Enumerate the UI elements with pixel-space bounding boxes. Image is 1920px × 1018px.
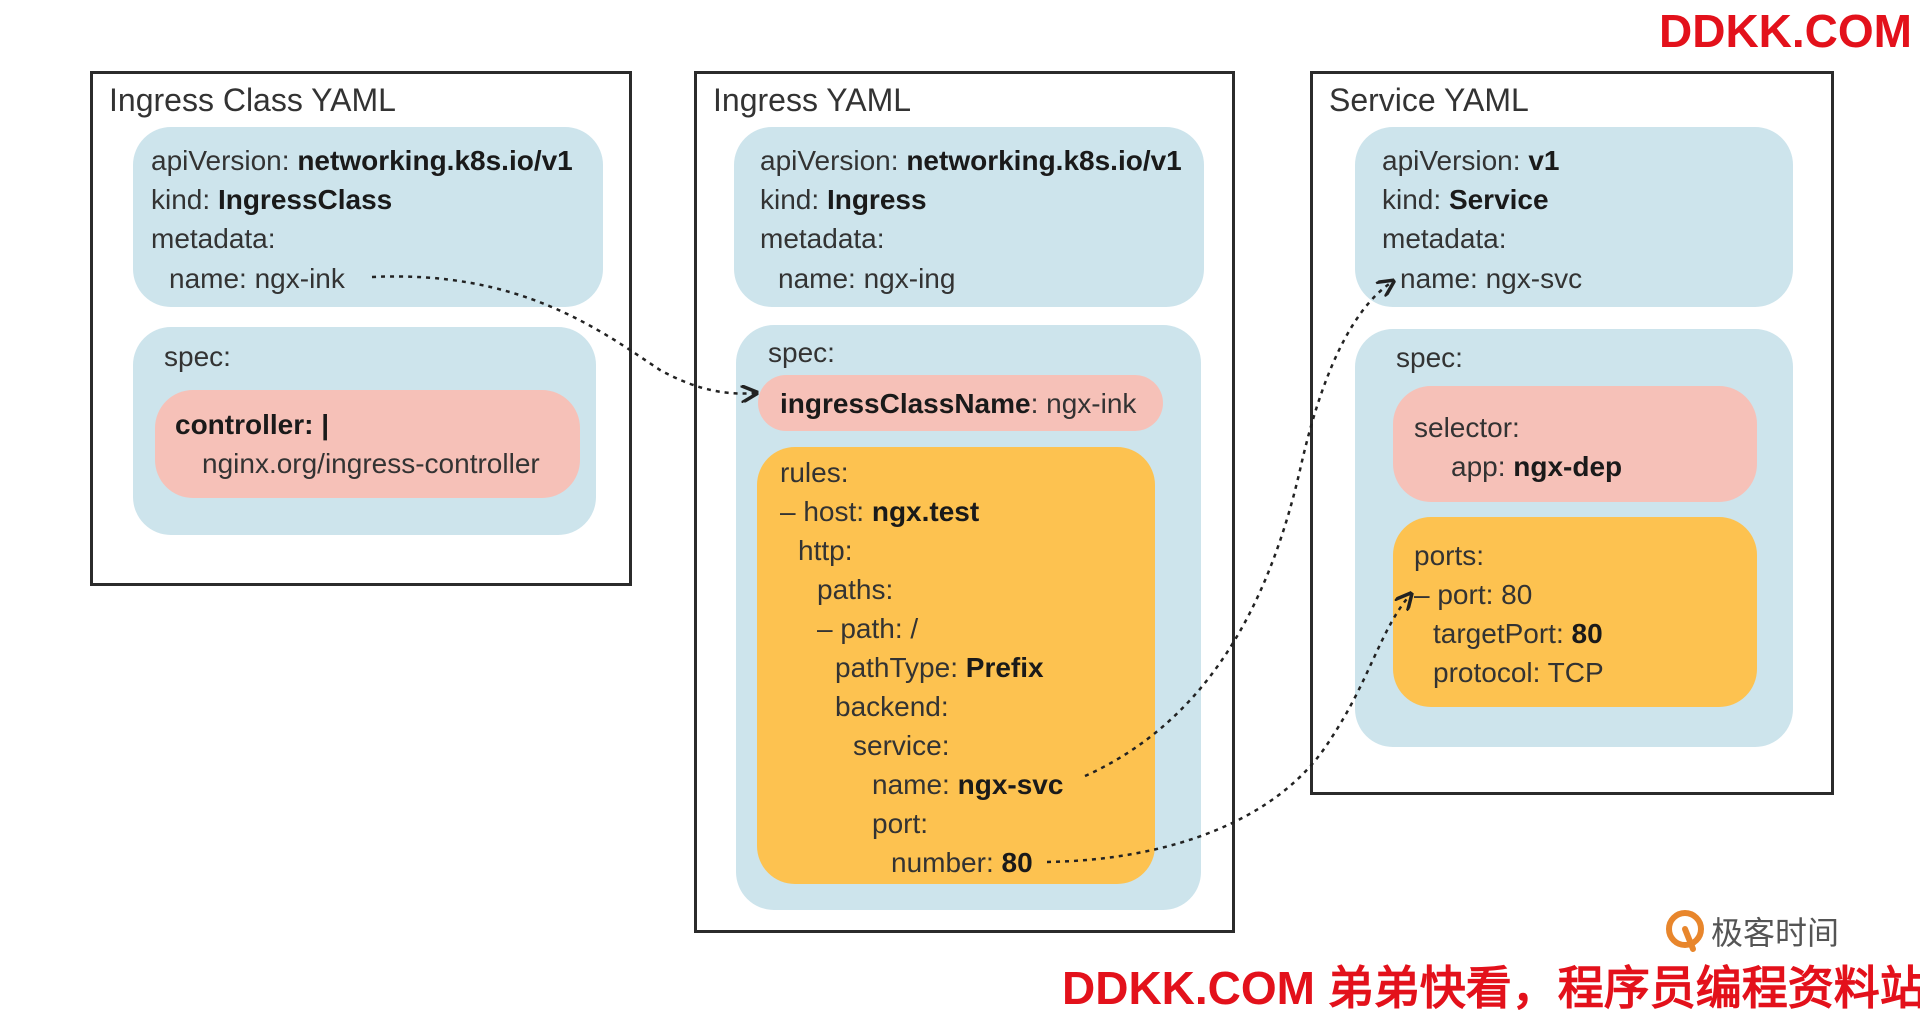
arrow-servicename-to-service bbox=[1084, 282, 1392, 778]
arrow-ingressclass-to-ingress bbox=[371, 275, 755, 393]
selector-label: selector: bbox=[1414, 412, 1520, 443]
ingressclass-metadata-block bbox=[133, 127, 603, 307]
ingress-class-name: ingressClassName: ngx-ink bbox=[780, 388, 1137, 419]
brand-icon bbox=[1666, 910, 1704, 952]
rules-service: service: bbox=[853, 730, 950, 761]
ingress-class-name-block bbox=[758, 375, 1163, 431]
ingressclass-metadata-label: metadata: bbox=[151, 223, 276, 254]
rules-port-number: number: 80 bbox=[891, 847, 1033, 878]
ports-protocol: protocol: TCP bbox=[1433, 657, 1604, 688]
arrow-portnumber-to-port bbox=[1046, 595, 1410, 864]
ingress-title: Ingress YAML bbox=[713, 82, 912, 118]
rules-http: http: bbox=[798, 535, 853, 566]
rules-pathtype: pathType: Prefix bbox=[835, 652, 1044, 683]
ingress-apiversion: apiVersion: networking.k8s.io/v1 bbox=[760, 145, 1182, 176]
service-spec-label: spec: bbox=[1396, 342, 1463, 373]
service-name: name: ngx-svc bbox=[1400, 263, 1583, 294]
rules-label: rules: bbox=[780, 457, 849, 488]
ports-targetport: targetPort: 80 bbox=[1433, 618, 1603, 649]
ports-port: – port: 80 bbox=[1414, 579, 1533, 610]
rules-port: port: bbox=[872, 808, 929, 839]
ingress-metadata-label: metadata: bbox=[760, 223, 885, 254]
ingressclass-title: Ingress Class YAML bbox=[109, 82, 396, 118]
ingress-metadata-block bbox=[734, 127, 1204, 307]
ingressclass-name: name: ngx-ink bbox=[169, 263, 345, 294]
ports-label: ports: bbox=[1414, 540, 1485, 571]
ingressclass-spec-label: spec: bbox=[164, 341, 231, 372]
ingressclass-kind: kind: IngressClass bbox=[151, 184, 393, 215]
service-title: Service YAML bbox=[1329, 82, 1529, 118]
ingress-spec-label: spec: bbox=[768, 337, 835, 368]
service-metadata-block bbox=[1355, 127, 1793, 307]
ports-block bbox=[1393, 517, 1757, 707]
selector-app: app: ngx-dep bbox=[1451, 451, 1623, 482]
brand-logo: 极客时间 bbox=[1665, 908, 1839, 954]
service-metadata-label: metadata: bbox=[1382, 223, 1507, 254]
selector-block bbox=[1393, 386, 1757, 502]
rules-backend: backend: bbox=[835, 691, 949, 722]
controller-key: controller: | bbox=[175, 409, 330, 440]
rules-host: – host: ngx.test bbox=[780, 496, 980, 527]
rules-service-name: name: ngx-svc bbox=[872, 769, 1064, 800]
controller-block bbox=[155, 390, 580, 498]
watermark-bottom: DDKK.COM 弟弟快看，程序员编程资料站 bbox=[1062, 962, 1920, 1014]
rules-path: – path: / bbox=[817, 613, 919, 644]
watermark-top: DDKK.COM bbox=[1659, 5, 1912, 57]
ingress-rules-block bbox=[757, 447, 1155, 884]
ingress-name: name: ngx-ing bbox=[778, 263, 956, 294]
service-kind: kind: Service bbox=[1382, 184, 1549, 215]
ingress-kind: kind: Ingress bbox=[760, 184, 927, 215]
rules-paths: paths: bbox=[817, 574, 894, 605]
service-apiversion: apiVersion: v1 bbox=[1382, 145, 1560, 176]
controller-value: nginx.org/ingress-controller bbox=[202, 448, 540, 479]
ingressclass-apiversion: apiVersion: networking.k8s.io/v1 bbox=[151, 145, 573, 176]
brand-text: 极客时间 bbox=[1711, 915, 1840, 951]
